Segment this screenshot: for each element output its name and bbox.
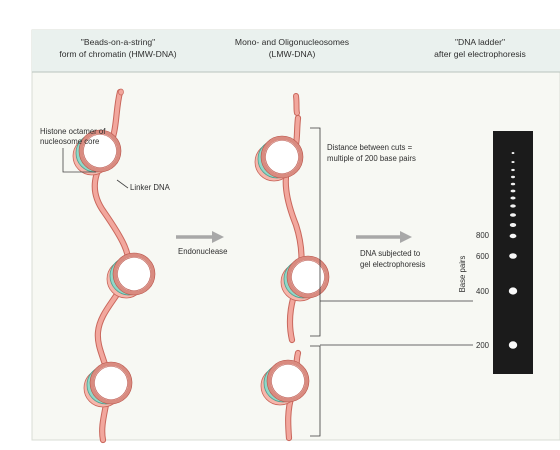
- endonuclease-label: Endonuclease: [178, 247, 227, 256]
- linker-label: Linker DNA: [130, 183, 171, 192]
- distance-label-line2: multiple of 200 base pairs: [327, 154, 416, 163]
- header-col1-line2: form of chromatin (HMW-DNA): [59, 49, 176, 59]
- cut-end-top: [296, 96, 297, 113]
- gel-band-400: [509, 287, 517, 294]
- header-col2-line1: Mono- and Oligonucleosomes: [235, 37, 349, 47]
- strand-end-top: [119, 89, 124, 95]
- gel-lane: [493, 131, 533, 374]
- histone-label-line2: nucleosome core: [40, 137, 99, 146]
- bp-label-200: 200: [476, 341, 490, 350]
- histone-label-line1: Histone octamer of: [40, 127, 106, 136]
- bp-label-400: 400: [476, 287, 490, 296]
- base-pairs-axis-label: Base pairs: [458, 255, 467, 292]
- header-col3-line2: after gel electrophoresis: [434, 49, 526, 59]
- gel-band-800: [510, 234, 517, 238]
- bp-label-800: 800: [476, 231, 490, 240]
- bp-label-600: 600: [476, 252, 490, 261]
- gel-band-600: [509, 253, 517, 259]
- distance-label-line1: Distance between cuts =: [327, 143, 413, 152]
- gel-band-200: [509, 341, 517, 349]
- subjected-label-line2: gel electrophoresis: [360, 260, 426, 269]
- header-col3-line1: "DNA ladder": [455, 37, 505, 47]
- header-col2-line2: (LMW-DNA): [269, 49, 316, 59]
- subjected-label-line1: DNA subjected to: [360, 249, 421, 258]
- header-col1-line1: "Beads-on-a-string": [81, 37, 155, 47]
